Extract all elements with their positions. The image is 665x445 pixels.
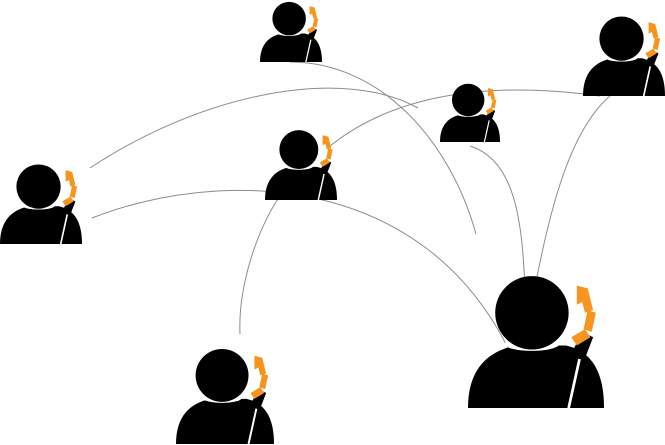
link-caller-left-to-caller-middle-right	[89, 87, 419, 169]
connection-links	[89, 61, 611, 349]
person-on-phone-icon	[583, 15, 665, 96]
caller-middle-right	[440, 83, 500, 142]
person-on-phone-icon	[0, 163, 82, 244]
person-on-phone-icon	[176, 347, 274, 444]
link-caller-top-right-to-caller-bottom-right	[535, 95, 611, 283]
link-caller-left-to-caller-bottom-right	[91, 189, 509, 349]
link-caller-top-center-to-caller-bottom-right	[289, 61, 477, 235]
caller-center	[265, 129, 337, 200]
caller-top-center	[260, 1, 322, 62]
link-caller-center-to-caller-bottom-left	[239, 189, 285, 335]
link-caller-middle-right-to-caller-bottom-right	[469, 145, 526, 289]
person-on-phone-icon	[265, 129, 337, 200]
caller-bottom-left	[176, 347, 274, 444]
person-on-phone-icon	[440, 83, 500, 142]
person-on-phone-icon	[468, 274, 604, 408]
person-on-phone-icon	[260, 1, 322, 62]
caller-left	[0, 163, 82, 244]
caller-top-right	[583, 15, 665, 96]
caller-bottom-right	[468, 274, 604, 408]
